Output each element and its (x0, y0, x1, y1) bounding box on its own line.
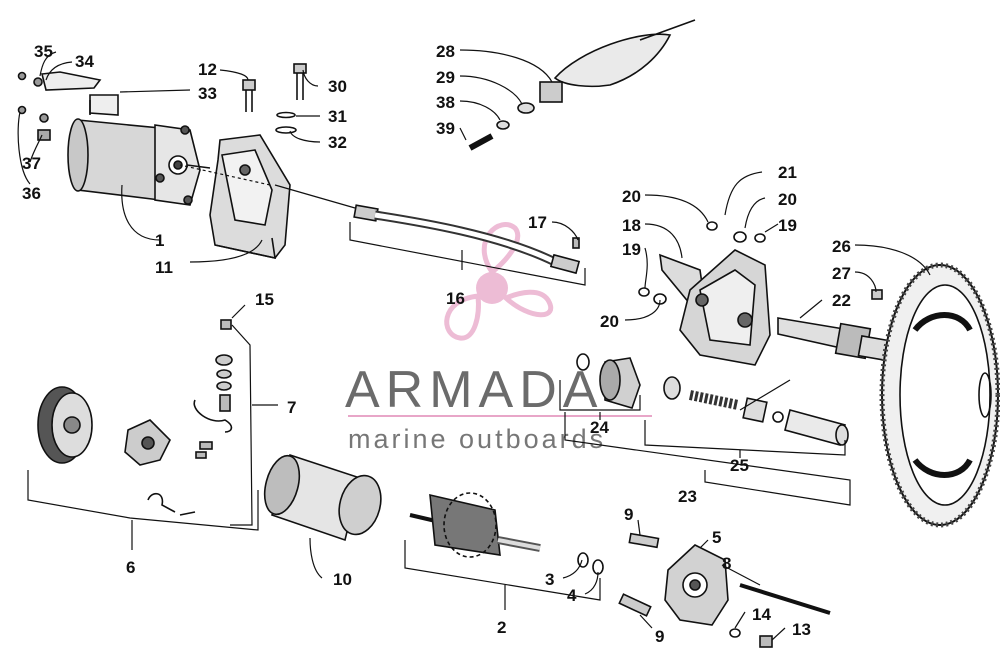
callout-18: 18 (622, 216, 641, 235)
callout-37: 37 (22, 154, 41, 173)
callout-3: 3 (545, 570, 554, 589)
mount-bracket-drawing (209, 134, 291, 260)
callout-25: 25 (730, 456, 749, 475)
callout-19-left: 19 (622, 240, 641, 259)
callout-36: 36 (22, 184, 41, 203)
watermark-brand: ARMADA (345, 361, 603, 419)
callout-13: 13 (792, 620, 811, 639)
callout-34: 34 (75, 52, 94, 71)
callout-20-right: 20 (778, 190, 797, 209)
field-frame-drawing (263, 453, 382, 542)
callout-19-right: 19 (778, 216, 797, 235)
callout-26: 26 (832, 237, 851, 256)
callout-1: 1 (155, 231, 164, 250)
part-drawings (17, 19, 1000, 648)
callout-20-top: 20 (622, 187, 641, 206)
battery-cable-drawing (353, 204, 581, 275)
callout-14: 14 (752, 605, 771, 624)
callout-31: 31 (328, 107, 347, 126)
watermark-tagline: marine outboards (348, 424, 606, 454)
callout-30: 30 (328, 77, 347, 96)
callout-4: 4 (567, 586, 577, 605)
callout-35: 35 (34, 42, 53, 61)
callout-6: 6 (126, 558, 135, 577)
callout-22: 22 (832, 291, 851, 310)
callout-24: 24 (590, 418, 609, 437)
callout-10: 10 (333, 570, 352, 589)
callout-27: 27 (832, 264, 851, 283)
callout-23: 23 (678, 487, 697, 506)
leader-lines (17, 49, 931, 641)
ring-gear-drawing (871, 262, 1000, 528)
callout-15: 15 (255, 290, 274, 309)
drive-bracket-drawing (638, 221, 771, 366)
callout-39: 39 (436, 119, 455, 138)
callout-labels: 35 34 12 33 30 31 32 37 36 1 11 28 29 38… (22, 42, 851, 646)
bolt-12-drawing (242, 79, 256, 112)
end-cap-drawing (37, 386, 213, 516)
callout-5: 5 (712, 528, 721, 547)
drive-assembly-drawing (576, 353, 849, 446)
pinion-shaft-drawing (777, 317, 889, 362)
callout-9-bottom: 9 (655, 627, 664, 646)
callout-17: 17 (528, 213, 547, 232)
callout-28: 28 (436, 42, 455, 61)
callout-11: 11 (155, 258, 173, 277)
callout-29: 29 (436, 68, 455, 87)
callout-8: 8 (722, 554, 731, 573)
callout-12: 12 (198, 60, 217, 79)
watermark-logo (444, 222, 554, 341)
callout-7: 7 (287, 398, 296, 417)
armature-drawing (409, 492, 604, 575)
callout-32: 32 (328, 133, 347, 152)
callout-38: 38 (436, 93, 455, 112)
terminal-kit-drawing (193, 319, 233, 433)
callout-33: 33 (198, 84, 217, 103)
callout-16: 16 (446, 289, 465, 308)
callout-20-bottom: 20 (600, 312, 619, 331)
solenoid-bracket-drawing (468, 19, 696, 151)
bolt-30-drawing (275, 63, 307, 134)
starter-motor-drawing (67, 94, 211, 206)
callout-21: 21 (778, 163, 797, 182)
callout-2: 2 (497, 618, 506, 637)
callout-9-top: 9 (624, 505, 633, 524)
